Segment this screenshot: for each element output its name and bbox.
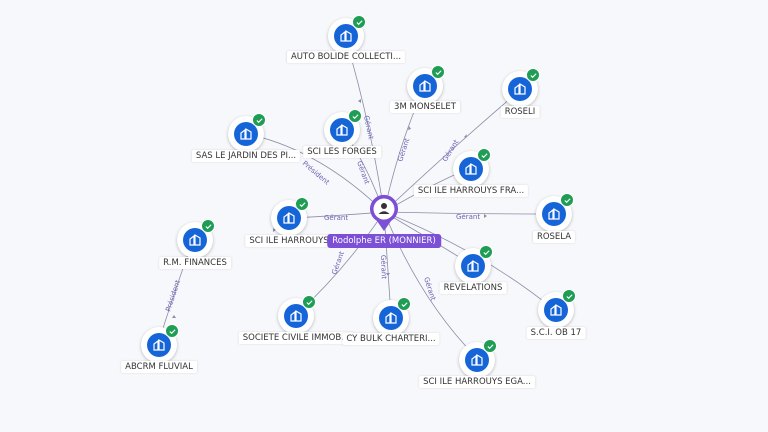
node-label: R.M. FINANCES: [159, 257, 231, 269]
verified-check-icon: [352, 15, 366, 29]
edge-arrow: [386, 273, 390, 276]
verified-check-icon: [165, 324, 179, 338]
company-icon: [419, 79, 431, 92]
edge-label: Gérant: [362, 115, 375, 140]
company-icon: [340, 29, 352, 42]
verified-check-icon: [201, 219, 215, 233]
node-label: SCI LES FORGES: [303, 146, 381, 158]
node-bubble[interactable]: [538, 289, 576, 328]
company-icon: [471, 353, 483, 366]
node-label: SCI ILE HARROUYS FRA...: [413, 185, 529, 197]
company-icon: [514, 82, 526, 95]
node-bubble[interactable]: [536, 193, 574, 232]
node-bubble[interactable]: [271, 197, 309, 236]
node-label: ROSELA: [532, 231, 576, 243]
node-label: ABCRM FLUVIAL: [121, 361, 197, 373]
company-icon: [550, 303, 562, 316]
edge-line: [383, 211, 477, 358]
verified-check-icon: [477, 148, 491, 162]
edge-line: [247, 133, 385, 213]
node-label: SOCIETE CIVILE IMMOB...: [238, 332, 354, 344]
edge-arrow: [484, 214, 487, 218]
center-person-label: Rodolphe ER (MONNIER): [327, 234, 441, 248]
node-bubble[interactable]: [141, 324, 179, 363]
verified-check-icon: [348, 109, 362, 123]
company-icon: [283, 211, 295, 224]
company-icon: [385, 311, 397, 324]
edge-label: Gérant: [379, 255, 388, 280]
edge-line: [383, 211, 554, 215]
verified-check-icon: [252, 113, 266, 127]
edge-label: Gérant: [422, 276, 437, 302]
edge-arrow: [408, 126, 411, 130]
verified-check-icon: [483, 339, 497, 353]
node-label: CY BULK CHARTERI...: [342, 333, 440, 345]
verified-check-icon: [295, 197, 309, 211]
person-pin-icon[interactable]: [368, 194, 400, 232]
edge-label: Gérant: [355, 160, 371, 186]
company-icon: [290, 309, 302, 322]
edge-label: Gérant: [396, 137, 411, 163]
company-icon: [336, 123, 348, 136]
edge-arrow: [358, 99, 361, 103]
verified-check-icon: [397, 297, 411, 311]
node-label: SCI ILE HARROUYS EGA...: [419, 376, 535, 388]
node-bubble[interactable]: [228, 113, 266, 152]
node-bubble[interactable]: [459, 339, 497, 378]
edge-label: Président: [301, 159, 331, 186]
node-bubble[interactable]: [455, 245, 493, 284]
edge-label: Président: [164, 279, 182, 313]
node-label: 3M MONSELET: [390, 101, 460, 113]
node-bubble[interactable]: [278, 295, 316, 334]
node-bubble[interactable]: [328, 15, 366, 54]
edge-line: [383, 91, 519, 213]
edge-arrow: [273, 228, 276, 232]
edge-label: Gérant: [324, 214, 348, 222]
node-label: ROSELI: [500, 106, 540, 118]
company-icon: [548, 207, 560, 220]
company-icon: [467, 259, 479, 272]
node-label: SAS LE JARDIN DES PI...: [191, 150, 301, 162]
verified-check-icon: [302, 295, 316, 309]
edge-arrow: [464, 134, 467, 138]
node-label: AUTO BOLIDE COLLECTI...: [286, 51, 406, 63]
node-bubble[interactable]: [407, 65, 445, 104]
node-label: S.C.I. OB 17: [526, 327, 586, 339]
node-bubble[interactable]: [453, 148, 491, 187]
company-icon: [153, 338, 165, 351]
node-bubble[interactable]: [177, 219, 215, 258]
company-icon: [465, 162, 477, 175]
verified-check-icon: [562, 289, 576, 303]
verified-check-icon: [431, 65, 445, 79]
verified-check-icon: [526, 68, 540, 82]
node-bubble[interactable]: [502, 68, 540, 107]
node-bubble[interactable]: [324, 109, 362, 148]
node-bubble[interactable]: [373, 297, 411, 336]
company-icon: [240, 127, 252, 140]
node-label: REVELATIONS: [439, 282, 507, 294]
edge-label: Gérant: [456, 213, 480, 221]
node-label: SCI ILE HARROUYS: [245, 235, 333, 247]
edge-arrow: [172, 315, 176, 318]
verified-check-icon: [479, 245, 493, 259]
company-icon: [189, 233, 201, 246]
verified-check-icon: [560, 193, 574, 207]
edge-label: Gérant: [330, 250, 346, 276]
